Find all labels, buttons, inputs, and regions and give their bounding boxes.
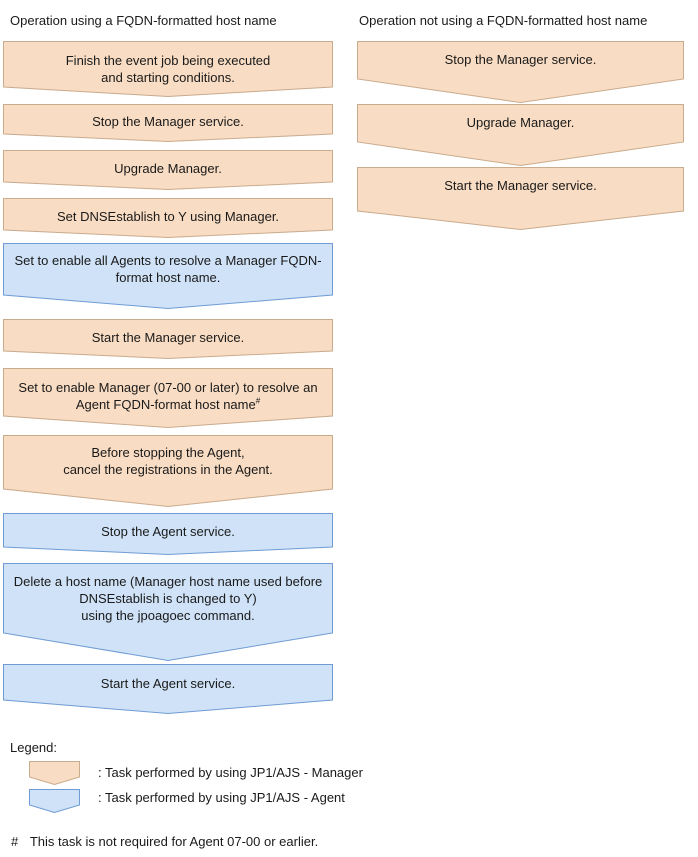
step-agents-resolve-fqdn: Set to enable all Agents to resolve a Ma… — [3, 243, 333, 309]
step-arrow-shape — [3, 198, 333, 238]
step-manager-resolve-agent-fqdn: Set to enable Manager (07-00 or later) t… — [3, 368, 333, 428]
step-finish-event-job: Finish the event job being executed and … — [3, 41, 333, 97]
step-shape — [3, 368, 333, 428]
step-shape — [357, 41, 684, 103]
step-line: Before stopping the Agent, — [91, 445, 245, 460]
step-line: Stop the Manager service. — [92, 114, 244, 129]
step-shape — [3, 513, 333, 555]
step-line: using the jpoagoec command. — [81, 608, 255, 623]
step-shape — [29, 761, 80, 785]
step-shape — [357, 167, 684, 230]
step-line: Agent FQDN-format host name# — [75, 396, 261, 412]
footnote-mark: # — [255, 396, 261, 406]
step-arrow-shape — [3, 104, 333, 142]
step-right-upgrade-manager: Upgrade Manager. — [357, 104, 684, 166]
step-shape — [3, 198, 333, 238]
step-arrow-shape — [3, 513, 333, 555]
step-arrow-shape — [3, 435, 333, 507]
step-stop-agent-service: Stop the Agent service. — [3, 513, 333, 555]
footnote-text: This task is not required for Agent 07-0… — [29, 834, 319, 849]
step-line: Set to enable all Agents to resolve a Ma… — [14, 253, 322, 268]
step-line: Start the Manager service. — [444, 178, 597, 193]
step-line: Start the Manager service. — [91, 330, 245, 345]
legend-agent-swatch — [29, 789, 80, 813]
step-arrow-shape — [3, 319, 333, 359]
step-arrow-shape — [3, 664, 333, 714]
step-shape — [3, 41, 333, 97]
step-line: Delete a host name (Manager host name us… — [13, 574, 323, 589]
step-line: Finish the event job being executed — [65, 53, 271, 68]
step-delete-host-name: Delete a host name (Manager host name us… — [3, 563, 333, 661]
step-shape — [29, 789, 80, 813]
step-right-stop-manager-service: Stop the Manager service. — [357, 41, 684, 103]
legend-title: Legend: — [10, 740, 57, 755]
step-cancel-registrations: Before stopping the Agent, cancel the re… — [3, 435, 333, 507]
step-arrow-shape — [29, 761, 80, 785]
step-line: Stop the Manager service. — [444, 52, 597, 67]
step-start-agent-service: Start the Agent service. — [3, 664, 333, 714]
step-line: Upgrade Manager. — [466, 115, 575, 130]
step-line: DNSEstablish is changed to Y) — [79, 591, 257, 606]
step-line: Set to enable Manager (07-00 or later) t… — [18, 380, 318, 395]
step-shape — [3, 243, 333, 309]
step-line: cancel the registrations in the Agent. — [63, 462, 273, 477]
step-arrow-shape — [3, 150, 333, 190]
legend-manager-swatch — [29, 761, 80, 785]
step-line: format host name. — [115, 270, 221, 285]
step-shape — [357, 104, 684, 166]
step-shape — [3, 319, 333, 359]
step-arrow-shape — [3, 243, 333, 309]
legend-agent-label: : Task performed by using JP1/AJS - Agen… — [98, 790, 345, 805]
step-upgrade-manager: Upgrade Manager. — [3, 150, 333, 190]
step-start-manager-service: Start the Manager service. — [3, 319, 333, 359]
step-set-dnsestablish: Set DNSEstablish to Y using Manager. — [3, 198, 333, 238]
right-column-heading: Operation not using a FQDN-formatted hos… — [359, 13, 648, 28]
step-line: and starting conditions. — [101, 70, 235, 85]
step-shape — [3, 664, 333, 714]
step-arrow-shape — [357, 167, 684, 230]
step-arrow-shape — [357, 41, 684, 103]
step-arrow-shape — [29, 789, 80, 813]
step-shape — [3, 563, 333, 661]
step-shape — [3, 435, 333, 507]
footnote: # This task is not required for Agent 07… — [11, 834, 318, 849]
step-line: Stop the Agent service. — [101, 524, 235, 539]
step-arrow-shape — [3, 563, 333, 661]
step-shape — [3, 104, 333, 142]
step-right-start-manager-service: Start the Manager service. — [357, 167, 684, 230]
footnote-mark: # — [11, 834, 19, 849]
step-line: Upgrade Manager. — [114, 161, 222, 176]
step-line: Set DNSEstablish to Y using Manager. — [56, 209, 280, 224]
step-arrow-shape — [3, 41, 333, 97]
left-column-heading: Operation using a FQDN-formatted host na… — [10, 13, 277, 28]
legend-manager-label: : Task performed by using JP1/AJS - Mana… — [98, 765, 363, 780]
step-arrow-shape — [3, 368, 333, 428]
step-stop-manager-service: Stop the Manager service. — [3, 104, 333, 142]
step-arrow-shape — [357, 104, 684, 166]
step-shape — [3, 150, 333, 190]
step-line: Start the Agent service. — [100, 676, 236, 691]
